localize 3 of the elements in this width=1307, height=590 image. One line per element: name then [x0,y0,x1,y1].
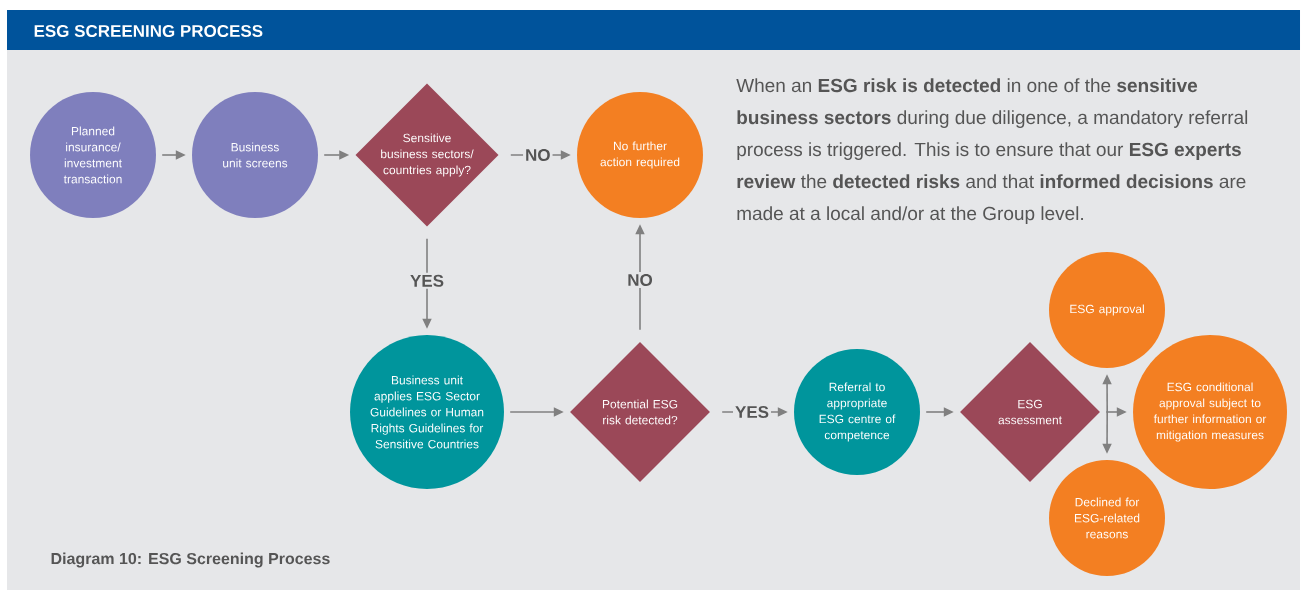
caption: Diagram 10: ESG Screening Process [51,552,330,568]
description-text: When an ESG risk is detected in one of the sensitive business sectors during due diligence, a mandatory referral process is triggered. This is to ensure that our ESG experts review the detected risks and that informed decisions are made at a local and/or at the Group level. [736,78,1248,224]
title-banner: ESG SCREENING PROCESS [7,10,1300,50]
